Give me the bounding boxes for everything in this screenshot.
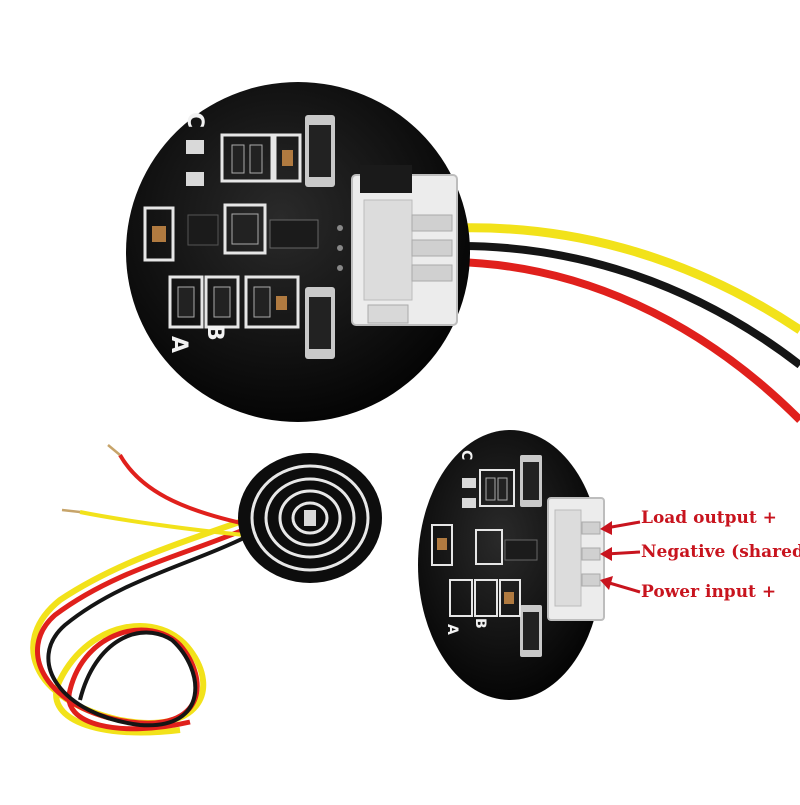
large-board-silk-b: B bbox=[202, 324, 227, 341]
twisted-black bbox=[46, 533, 251, 728]
callout-negative: Negative (shared) bbox=[641, 542, 800, 562]
small-board-silk-b: B bbox=[472, 618, 488, 629]
touch-pad-sensor bbox=[238, 453, 382, 583]
arrow-negative-head bbox=[600, 547, 612, 561]
callout-load-output: Load output + bbox=[641, 508, 777, 528]
large-board-silk-a: A bbox=[166, 336, 191, 353]
callout-power-input: Power input + bbox=[641, 582, 777, 602]
red-lead bbox=[118, 454, 251, 527]
arrow-load-output-head bbox=[600, 521, 612, 535]
red-lead-tip bbox=[107, 444, 121, 456]
small-connector bbox=[547, 497, 605, 621]
small-board-silk-a: A bbox=[444, 624, 460, 635]
yellow-lead-tip bbox=[61, 508, 81, 514]
black-wire bbox=[454, 241, 800, 369]
large-board-wires bbox=[454, 223, 800, 423]
small-board-silk-c: C bbox=[458, 450, 474, 460]
large-connector bbox=[351, 165, 458, 326]
callout-arrows bbox=[600, 520, 641, 594]
arrow-power-input-head bbox=[600, 576, 613, 590]
yellow-lead bbox=[79, 510, 246, 537]
yellow-wire bbox=[454, 223, 800, 334]
twisted-wire-bundle bbox=[30, 444, 251, 736]
red-wire bbox=[454, 258, 800, 423]
large-board-silk-c: C bbox=[182, 112, 207, 128]
arrow-power-input bbox=[605, 580, 641, 594]
